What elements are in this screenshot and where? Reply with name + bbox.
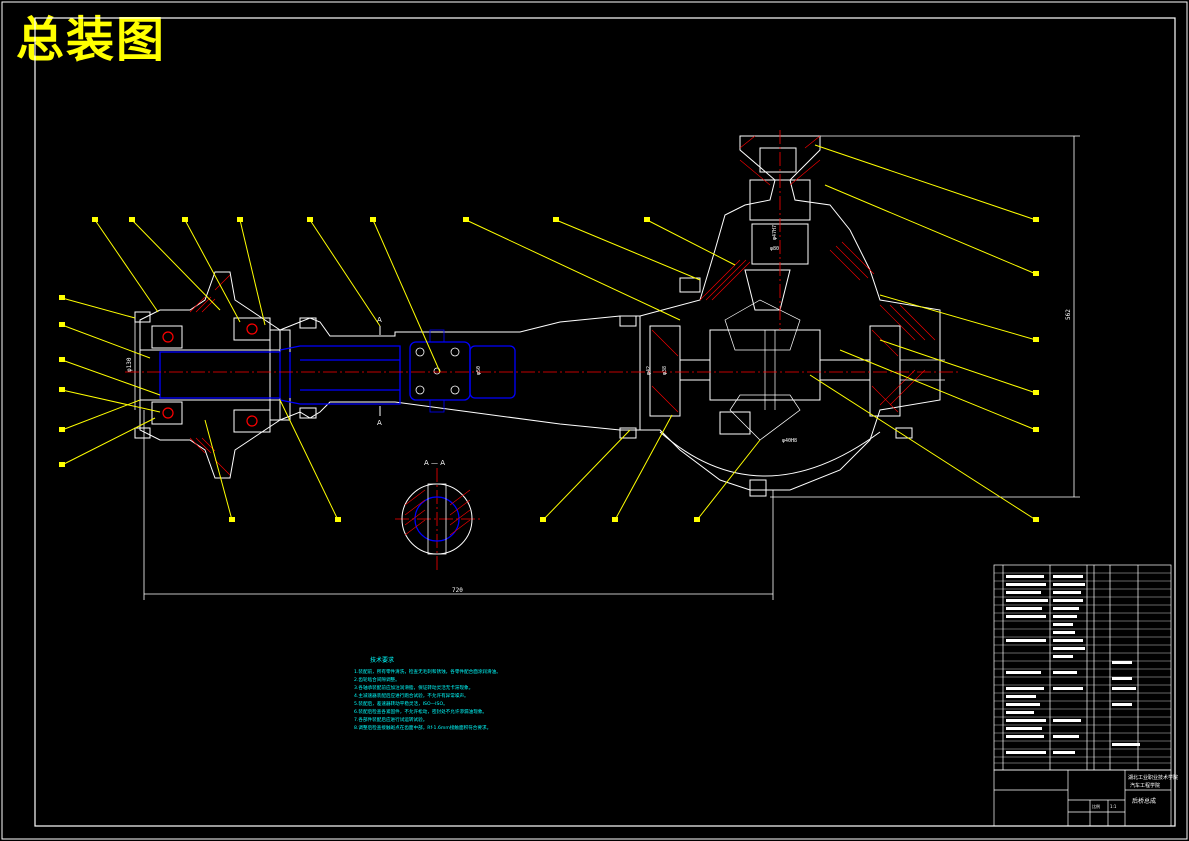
note-line: 2.齿轮啮合间隙调整。: [354, 676, 400, 683]
note-line: 6.装配后检查各紧固件，不允许松动，密封处不允许渗漏油现象。: [354, 708, 487, 715]
half-shaft: [159, 341, 516, 405]
notes-title: 技术要求: [370, 656, 394, 664]
shaft-coupling: [415, 329, 460, 413]
parts-list-entries: [1006, 575, 1140, 754]
overall-dimensions: [134, 135, 1080, 600]
parts-list-rows: [994, 572, 1171, 764]
parts-list: [993, 564, 1172, 771]
leader-balloons: [59, 217, 1039, 522]
dim-diam-1: φ130: [126, 357, 133, 372]
title-block-scale-label: 比例: [1092, 803, 1100, 809]
centerlines: [125, 130, 960, 570]
note-line: 5.装配后，差速器转动平稳灵活，ISO—ISO。: [354, 700, 448, 707]
title-block-drawing-name: 后桥总成: [1132, 797, 1156, 805]
note-line: 3.各轴承装配前应加注润滑脂，保证转动灵活无卡滞现象。: [354, 684, 473, 691]
hub-hatching: [189, 274, 231, 476]
dim-diam-3: φ80: [770, 246, 779, 252]
section-aa-hatch: [404, 489, 471, 536]
inner-frame: [34, 17, 1176, 827]
hub-bearing-balls: [162, 323, 258, 427]
dim-diam-5: φ38: [662, 366, 668, 375]
dim-overall-length: 720: [452, 587, 463, 594]
leader-lines: [61, 144, 1037, 521]
section-aa-view: [401, 483, 473, 555]
section-mark-top: A: [377, 316, 382, 324]
notes-list: 1.装配前，所有零件清洗，检查无毛刺和锈蚀，各零件配合面涂润滑油。 2.齿轮啮合…: [354, 668, 501, 731]
note-line: 8.调整后检查接触斑点在齿面中部，Rf·1.6mm接触面积符合要求。: [354, 724, 491, 731]
section-mark-bottom: A: [377, 419, 382, 427]
note-line: 1.装配前，所有零件清洗，检查无毛刺和锈蚀，各零件配合面涂润滑油。: [354, 668, 501, 675]
dim-diam-2: φ47H7: [772, 225, 778, 240]
note-line: 7.各部件装配后应进行试运转试验。: [354, 716, 427, 723]
dim-overall-height: 562: [1065, 309, 1072, 320]
note-line: 4.主减速器装配后应进行跑合试验，不允许有异常噪声。: [354, 692, 469, 699]
drawing-title: 总装图: [16, 12, 167, 68]
gear-teeth: [724, 299, 801, 441]
title-block-dept: 汽车工程学院: [1130, 782, 1160, 789]
dim-diam-7: φ40H8: [782, 438, 797, 444]
dim-diam-6: φ50: [476, 366, 482, 375]
dim-diam-4: φ42: [646, 366, 652, 375]
title-block: [993, 769, 1172, 827]
section-aa-label: A — A: [424, 459, 445, 467]
title-block-scale-value: 1:1: [1110, 804, 1117, 809]
axle-housing: [279, 315, 641, 431]
title-block-school: 湖北工业职业技术学院: [1128, 774, 1178, 781]
diff-hatching: [651, 135, 936, 413]
